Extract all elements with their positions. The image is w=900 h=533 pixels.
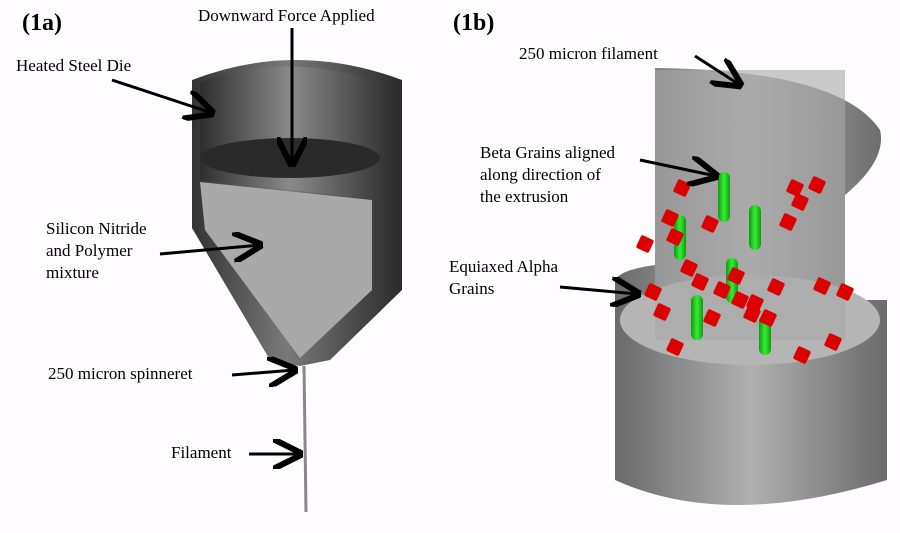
beta-grain	[749, 205, 761, 250]
filament-cutaway	[615, 68, 887, 505]
alpha-grain	[666, 228, 684, 246]
alpha-label-line2: Grains	[449, 279, 495, 298]
piston-surface	[200, 138, 380, 178]
mixture-label-line3: mixture	[46, 263, 99, 282]
alpha-grain	[636, 235, 654, 253]
alpha-grain	[808, 176, 826, 194]
alpha-grain	[759, 309, 777, 327]
force-label: Downward Force Applied	[198, 6, 375, 25]
die-arrow	[111, 78, 212, 113]
alpha-grain	[793, 346, 811, 364]
mixture-region	[200, 182, 372, 358]
alpha-grain	[824, 333, 842, 351]
alpha-grain	[644, 283, 662, 301]
alpha-grain	[779, 213, 797, 231]
mixture-arrow	[159, 245, 260, 254]
beta-grain	[691, 295, 703, 340]
alpha-grain	[713, 281, 731, 299]
beta-label-line1: Beta Grains aligned	[480, 143, 616, 162]
spinneret-label: 250 micron spinneret	[48, 364, 193, 383]
alpha-grain	[791, 193, 809, 211]
panel-a-label: (1a)	[22, 10, 62, 36]
alpha-grain	[661, 209, 679, 227]
alpha-grain	[666, 338, 684, 356]
alpha-grain	[653, 303, 671, 321]
panel-b-label: (1b)	[453, 10, 495, 36]
alpha-grain	[731, 291, 749, 309]
alpha-grain	[813, 277, 831, 295]
die-inner-wall	[200, 66, 380, 200]
die-label: Heated Steel Die	[16, 56, 132, 75]
alpha-label-line1: Equiaxed Alpha	[449, 257, 559, 276]
mixture-label-line1: Silicon Nitride	[46, 219, 147, 238]
filament-strand	[302, 365, 308, 513]
alpha-grain	[743, 305, 761, 323]
filament-label: Filament	[171, 443, 232, 462]
alpha-grain	[836, 283, 854, 301]
mixture-label-line2: and Polymer	[46, 241, 133, 260]
alpha-grain	[767, 278, 785, 296]
alpha-grain	[727, 267, 745, 285]
alpha-grain	[703, 309, 721, 327]
alpha-grain	[673, 179, 691, 197]
beta-arrow	[639, 160, 716, 176]
panel-b-filament-arrow	[694, 54, 740, 85]
beta-grain	[718, 172, 730, 222]
panel-b-filament-label: 250 micron filament	[519, 44, 658, 63]
alpha-grain	[680, 259, 698, 277]
grains	[636, 172, 854, 364]
beta-label-line2: along direction of	[480, 165, 601, 184]
alpha-grain	[691, 273, 709, 291]
beta-label-line3: the extrusion	[480, 187, 569, 206]
alpha-arrow	[559, 287, 638, 294]
cut-back-wall	[655, 70, 845, 340]
extrusion-die	[192, 60, 402, 513]
alpha-grain	[786, 179, 804, 197]
spinneret-arrow	[231, 370, 295, 375]
alpha-grain	[701, 215, 719, 233]
